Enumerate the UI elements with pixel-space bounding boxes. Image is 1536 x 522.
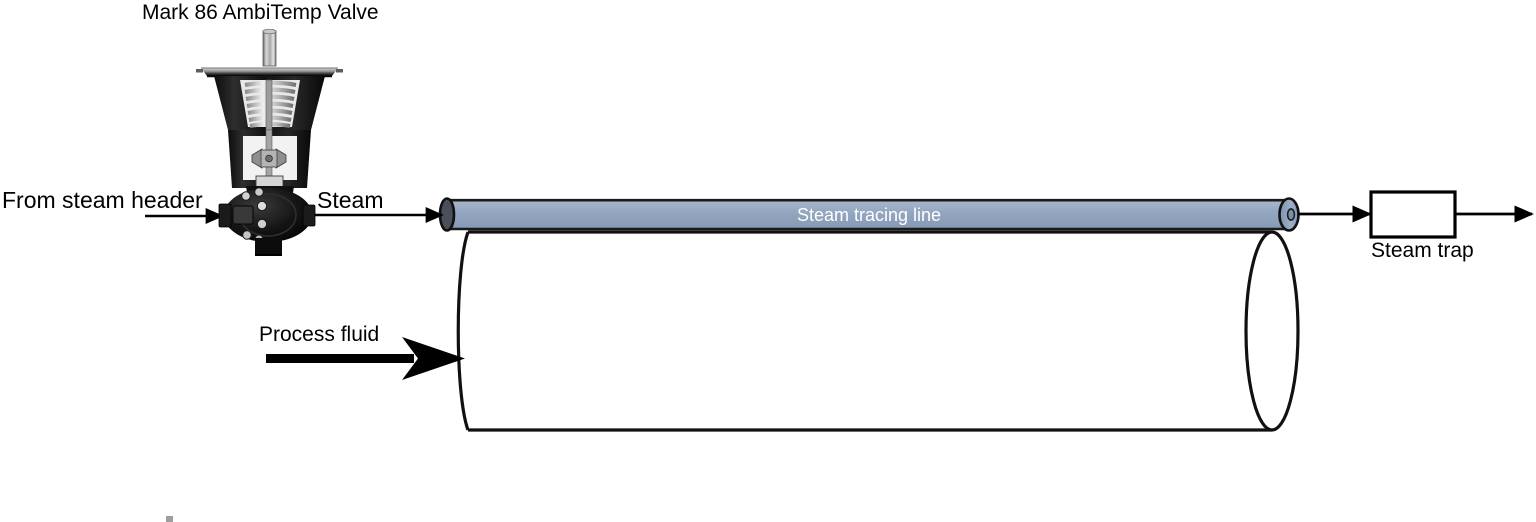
steam-tracing-line-label: Steam tracing line	[796, 205, 942, 225]
steam-tracing-line	[438, 197, 1300, 232]
valve-stem-icon	[262, 30, 277, 67]
control-valve-illustration	[196, 28, 343, 256]
valve-bonnet	[214, 76, 325, 131]
process-pipe	[456, 230, 1300, 432]
from-steam-header-label: From steam header	[2, 187, 203, 213]
valve-body	[218, 186, 316, 256]
valve-top-plate	[196, 67, 343, 78]
arrow-process-fluid-inlet	[266, 337, 465, 380]
process-fluid-label: Process fluid	[259, 323, 380, 346]
steam-trap-label: Steam trap	[1371, 239, 1474, 262]
valve-title-label: Mark 86 AmbiTemp Valve	[142, 1, 379, 24]
valve-yoke	[228, 129, 311, 188]
steam-trap-block	[1369, 190, 1457, 239]
cropped-artifact	[166, 516, 173, 522]
steam-label: Steam	[317, 187, 384, 213]
